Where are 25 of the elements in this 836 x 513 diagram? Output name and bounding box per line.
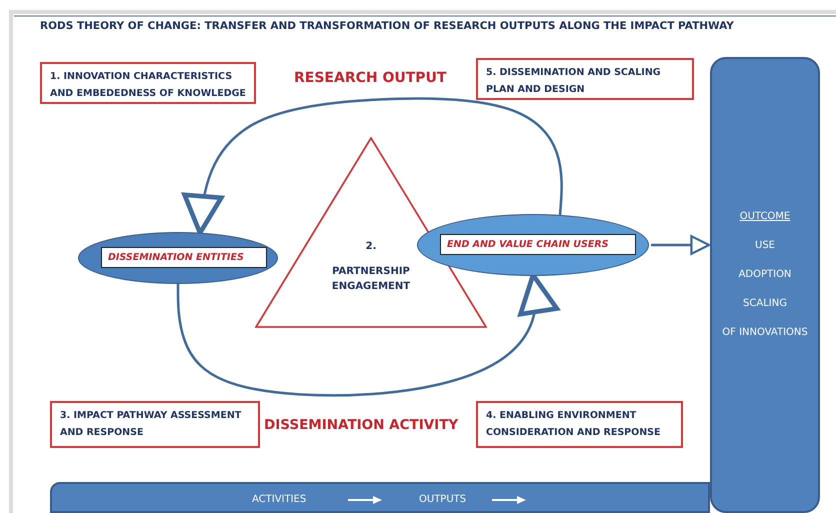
panel-text: USE [754,239,776,253]
section-label: DISSEMINATION ACTIVITY [264,417,458,433]
node-label: END AND VALUE CHAIN USERS [440,234,636,255]
bar-label: ACTIVITIES [252,494,306,505]
panel-text: SCALING [742,297,788,311]
box-text: 5. DISSEMINATION AND SCALING PLAN AND DESIGN [486,66,662,97]
text-box [476,58,694,100]
section-label: RESEARCH OUTPUT [294,70,446,86]
box-text: 3. IMPACT PATHWAY ASSESSMENT AND RESPONSE [60,409,242,440]
panel-text: OUTCOME [738,210,792,224]
panel-text: OF INNOVATIONS [721,326,809,340]
title: RODS THEORY OF CHANGE: TRANSFER AND TRANSFORMATION OF RESEARCH OUTPUTS ALONG THE IMPACT PATHWAY [40,20,734,32]
box-text: 1. INNOVATION CHARACTERISTICS AND EMBEDEDNESS OF KNOWLEDGE [50,70,246,101]
text-box [50,401,260,448]
text-box [476,401,683,448]
text-box [40,62,256,104]
outcome-panel [710,57,820,513]
bar-label: OUTPUTS [419,494,466,505]
panel-text: ADOPTION [738,268,792,282]
node-label: PARTNERSHIP ENGAGEMENT [330,265,412,294]
node-label: 2. [364,240,378,254]
curved-arrow [651,235,710,255]
box-text: 4. ENABLING ENVIRONMENT CONSIDERATION AND RESPONSE [486,409,662,440]
node-label: DISSEMINATION ENTITIES [101,247,267,268]
bottom-bar [50,482,710,513]
